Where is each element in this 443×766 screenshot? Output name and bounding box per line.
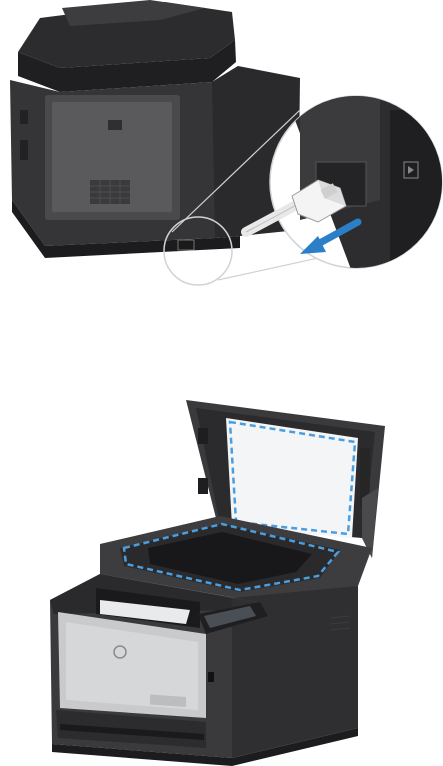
printer-body xyxy=(50,574,358,766)
usb-port-small xyxy=(178,240,194,250)
printer-rear-view xyxy=(10,0,300,258)
usb-disconnect-illustration xyxy=(0,0,443,300)
scanner-glass-illustration xyxy=(0,388,443,766)
